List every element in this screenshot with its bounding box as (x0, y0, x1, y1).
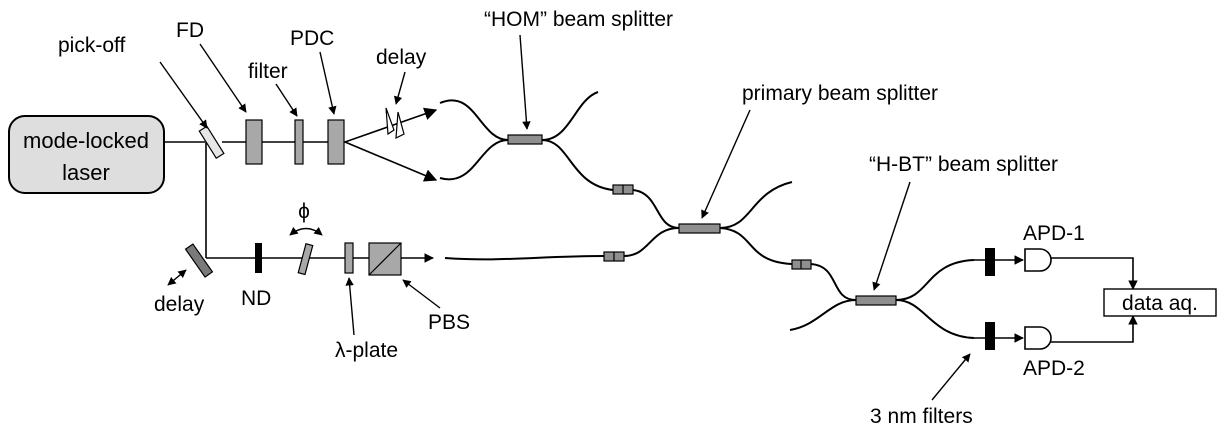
fiber-lower-to-primary (623, 227, 680, 257)
hbt-bs-label: “H-BT” beam splitter (869, 153, 1058, 176)
arrow-filter (275, 83, 298, 117)
apd1-label: APD-1 (1023, 222, 1085, 245)
pick-off-label: pick-off (58, 34, 125, 57)
apd2-detector (1024, 326, 1052, 350)
fd-component (245, 119, 263, 165)
fiber-connector-1 (612, 184, 634, 195)
signal-apd1 (1051, 257, 1138, 290)
phi-label: ϕ (298, 200, 310, 223)
delay-mirror-bottom (184, 243, 214, 278)
delay-bottom-arrow (167, 269, 187, 286)
nd-filter (255, 243, 262, 273)
filters-3nm-label: 3 nm filters (870, 405, 973, 428)
fiber-lower-in (444, 255, 605, 261)
arrow-pbs (402, 279, 441, 309)
pdc-output-lower (344, 141, 438, 182)
mode-locked-laser: mode-locked laser (8, 115, 165, 194)
apd1-detector (1024, 248, 1052, 272)
fiber-hom-in-lower (439, 139, 509, 181)
nd-label: ND (241, 287, 271, 310)
laser-label-line2: laser (62, 160, 110, 185)
arrow-primary-bs (701, 109, 751, 219)
filter-3nm-lower (985, 322, 995, 350)
arrow-hbt-bs (872, 181, 911, 291)
laser-box (8, 115, 165, 194)
fiber-hom-out-lower (541, 139, 614, 191)
phi-plate (297, 242, 314, 276)
arrow-fd (199, 43, 247, 113)
fiber-to-hbt (810, 263, 857, 301)
lambda-plate-label: λ-plate (335, 339, 398, 362)
delay-wedge-top (385, 107, 405, 140)
fd-label: FD (176, 19, 204, 42)
pick-off-mirror (198, 125, 225, 160)
arrow-delay-top (394, 71, 406, 105)
fiber-hbt-out-upper (895, 259, 975, 301)
fiber-hom-out-upper (541, 91, 599, 141)
fiber-hbt-unused (789, 299, 857, 331)
filter-label: filter (248, 60, 288, 83)
arrow-lambda-plate (345, 277, 355, 336)
pdc-label: PDC (290, 27, 334, 50)
pbs-cube (368, 242, 402, 276)
fiber-primary-out-lower (719, 227, 793, 265)
fiber-connector-3 (791, 259, 812, 270)
pdc-crystal (327, 119, 345, 165)
fiber-hbt-out-lower (895, 299, 975, 339)
fiber-hom-to-primary (632, 189, 680, 229)
phi-rotation-arrow (289, 226, 323, 236)
arrow-hom-bs (519, 34, 531, 130)
laser-label-line1: mode-locked (23, 128, 149, 153)
arrow-pdc (319, 51, 337, 115)
signal-apd2 (1051, 315, 1138, 343)
primary-bs-label: primary beam splitter (742, 82, 938, 105)
arrow-3nm-filters (931, 353, 971, 401)
fiber-connector-2 (603, 251, 625, 262)
arrow-pick-off (159, 61, 208, 129)
hom-beam-splitter (507, 134, 543, 145)
hbt-beam-splitter (855, 295, 897, 306)
pbs-label: PBS (428, 311, 470, 334)
hom-bs-label: “HOM” beam splitter (484, 8, 673, 31)
delay-bottom-label: delay (154, 293, 205, 316)
filter-3nm-upper (985, 248, 995, 276)
fiber-primary-out-upper (719, 181, 793, 229)
lambda-plate (344, 242, 354, 274)
data-aq-box (1103, 288, 1217, 317)
fiber-hom-in-upper (439, 99, 509, 141)
data-aq-label: data aq. (1122, 292, 1198, 315)
apd2-label: APD-2 (1023, 357, 1085, 380)
delay-top-label: delay (376, 46, 427, 69)
primary-beam-splitter (678, 223, 721, 234)
filter-component (294, 119, 304, 165)
